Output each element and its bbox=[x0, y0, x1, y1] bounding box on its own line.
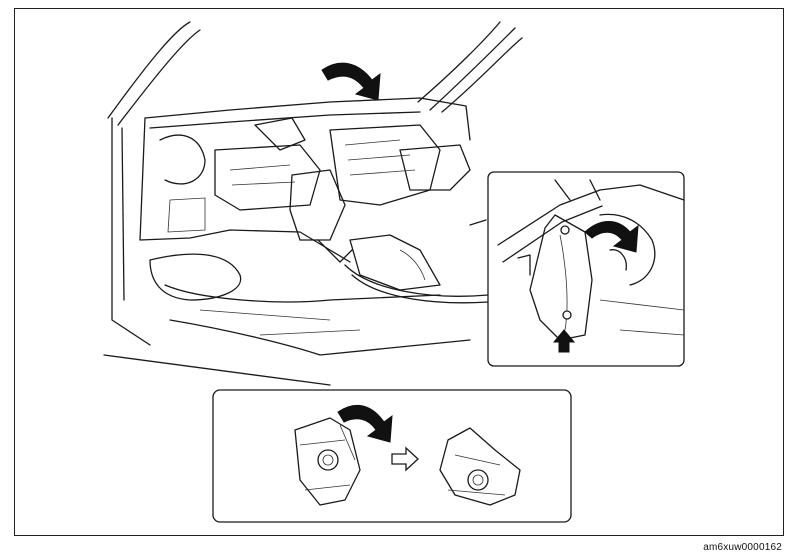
figure-border bbox=[14, 8, 784, 536]
bottom-sequence-panel bbox=[212, 389, 572, 523]
up-arrow-icon bbox=[552, 329, 576, 353]
inset-detail bbox=[487, 171, 685, 367]
right-hollow-arrow-icon bbox=[391, 446, 419, 472]
figure-caption: am6xuw0000162 bbox=[703, 542, 782, 553]
curved-arrow-icon bbox=[337, 404, 393, 443]
vehicle-interior bbox=[103, 21, 523, 386]
curved-arrow-icon bbox=[584, 221, 639, 253]
curved-arrow-icon bbox=[321, 62, 381, 101]
